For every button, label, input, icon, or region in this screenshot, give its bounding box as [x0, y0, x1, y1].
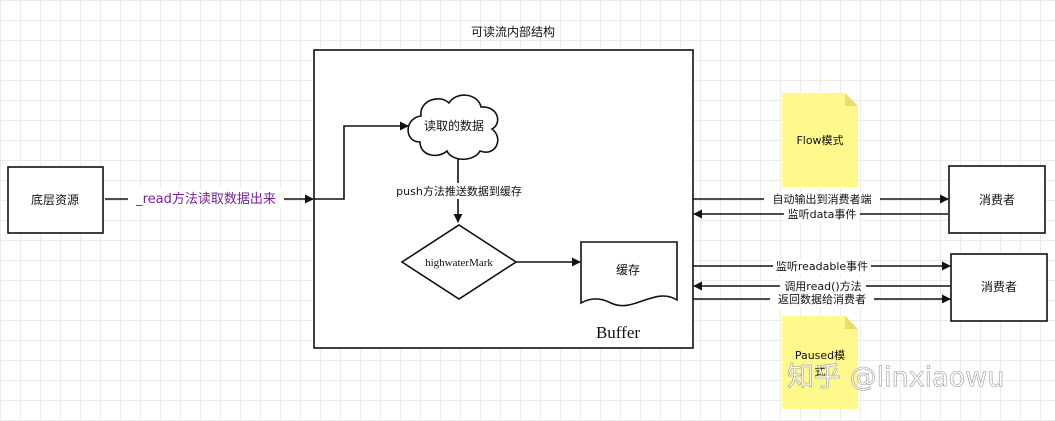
flow-mode-label: Flow模式 [796, 134, 843, 147]
paused-call-label: 调用read()方法 [784, 279, 861, 293]
cache-document [580, 241, 678, 307]
flow-output-label-bg [764, 192, 880, 207]
consumer-flow-label: 消费者 [979, 193, 1015, 207]
paused-return-label: 返回数据给消费者 [778, 292, 866, 306]
consumer-flow-box [948, 165, 1046, 234]
paused-note-fold [845, 316, 858, 329]
to-cloud-arrow [314, 121, 409, 200]
paused-mode-label-line1: Paused模 [795, 349, 845, 362]
flow-listen-label: 监听data事件 [788, 208, 857, 221]
paused-call-label-bg [780, 279, 866, 294]
read-data-cloud [407, 94, 499, 161]
source-box [7, 166, 104, 234]
buffer-label: Buffer [596, 323, 640, 342]
flow-note-fold [845, 93, 858, 106]
diagram-title: 可读流内部结构 [471, 24, 555, 39]
flow-listen-label-bg [784, 207, 860, 222]
source-label: 底层资源 [31, 192, 79, 207]
consumer-paused-box [950, 253, 1048, 322]
cloud-label: 读取的数据 [424, 118, 484, 133]
push-label-bg [391, 183, 527, 199]
read-label-bg [128, 189, 284, 208]
watermark: 知乎 @linxiaowu [787, 362, 1004, 393]
flow-mode-note [782, 93, 858, 187]
paused-listen-label-bg [773, 259, 871, 274]
paused-mode-note [782, 316, 858, 409]
highwatermark-diamond [400, 224, 518, 300]
highwatermark-label: highwaterMark [425, 257, 493, 269]
paused-mode-label-line2: 式 [815, 365, 826, 378]
read-method-label: _read方法读取数据出来 [135, 191, 276, 207]
paused-return-label-bg [770, 292, 874, 307]
paused-listen-label: 监听readable事件 [776, 260, 868, 273]
push-method-label: push方法推送数据到缓存 [396, 184, 522, 198]
flow-output-label: 自动输出到消费者端 [773, 192, 872, 206]
consumer-paused-label: 消费者 [981, 280, 1017, 294]
cache-label: 缓存 [616, 263, 640, 277]
